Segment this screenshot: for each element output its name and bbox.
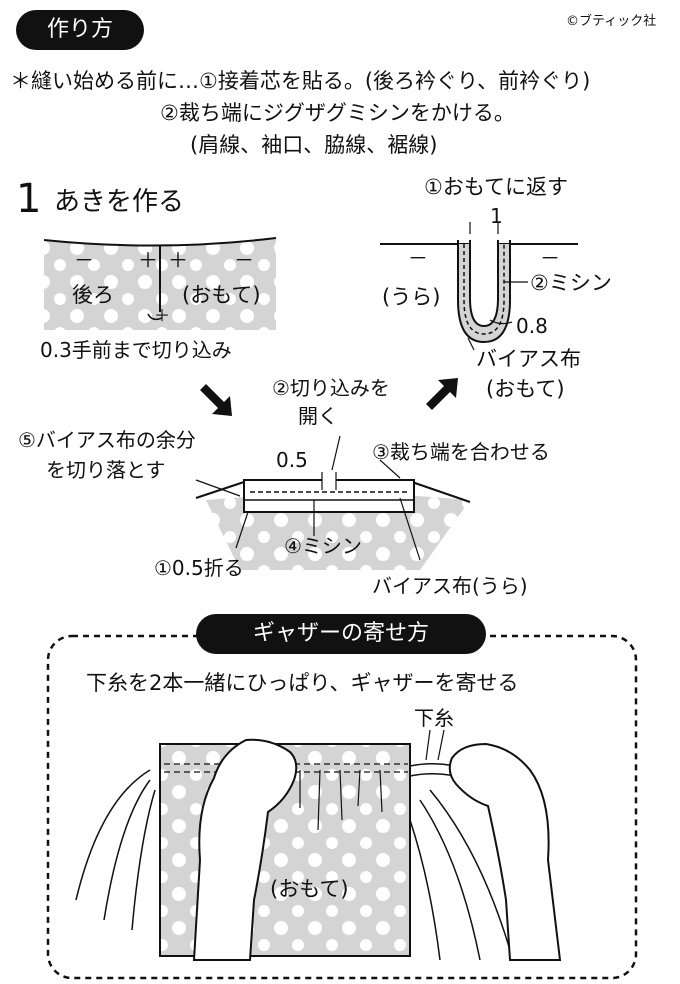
label-cutoff-1: ⑤バイアス布の余分 xyxy=(18,428,196,452)
copyright-text: ©ブティック社 xyxy=(566,14,657,29)
bias-strip-illustration xyxy=(195,435,471,570)
mark-minus-4: － xyxy=(540,246,560,270)
gather-title: ギャザーの寄せ方 xyxy=(196,614,486,654)
label-front: (おもて) xyxy=(182,283,261,307)
label-bias-front-2: (おもて) xyxy=(486,377,565,401)
note-line-1: ＊縫い始める前に…①接着芯を貼る。(後ろ衿ぐり、前衿ぐり) xyxy=(10,69,591,93)
note-line-2: ②裁ち端にジグザグミシンをかける。 xyxy=(160,101,515,125)
mark-minus-1: － xyxy=(74,248,94,272)
turned-slit-illustration xyxy=(380,222,578,351)
mark-plus-1: ＋ xyxy=(138,248,158,272)
label-sewing-2: ②ミシン xyxy=(530,271,612,295)
label-align: ③裁ち端を合わせる xyxy=(372,440,550,464)
note-line-3: (肩線、袖口、脇線、裾線) xyxy=(190,133,438,157)
label-0-5: 0.5 xyxy=(276,448,308,472)
arrow-down-right-icon xyxy=(200,384,232,416)
gather-instruction: 下糸を2本一緒にひっぱり、ギャザーを寄せる xyxy=(86,671,519,695)
slit-fabric-illustration xyxy=(43,237,277,330)
label-sewing-4: ④ミシン xyxy=(284,534,362,558)
page-title: 作り方 xyxy=(16,10,144,50)
label-ura: (うら) xyxy=(382,285,441,309)
label-bias-front-1: バイアス布 xyxy=(476,347,581,371)
step-number: 1 xyxy=(16,176,42,222)
mark-minus-2: － xyxy=(234,248,254,272)
arrow-up-right-icon xyxy=(426,378,458,410)
label-open-1: ②切り込みを xyxy=(272,376,390,400)
label-bias-back: バイアス布(うら) xyxy=(372,574,528,598)
mark-plus-3: ＋ xyxy=(154,306,171,325)
label-0-8: 0.8 xyxy=(516,314,548,338)
label-gather-front: (おもて) xyxy=(270,877,349,901)
label-bobbin-thread: 下糸 xyxy=(414,706,454,730)
label-cut: 0.3手前まで切り込み xyxy=(40,338,232,362)
gather-illustration xyxy=(75,729,562,961)
label-open-2: 開く xyxy=(298,404,338,428)
label-one: 1 xyxy=(490,204,503,228)
label-fold: ①0.5折る xyxy=(154,556,244,580)
mark-minus-3: － xyxy=(408,246,428,270)
label-turn: ①おもてに返す xyxy=(424,175,568,199)
step-title: あきを作る xyxy=(54,187,185,217)
label-cutoff-2: を切り落とす xyxy=(46,458,166,482)
label-back: 後ろ xyxy=(72,283,114,307)
mark-plus-2: ＋ xyxy=(168,248,188,272)
